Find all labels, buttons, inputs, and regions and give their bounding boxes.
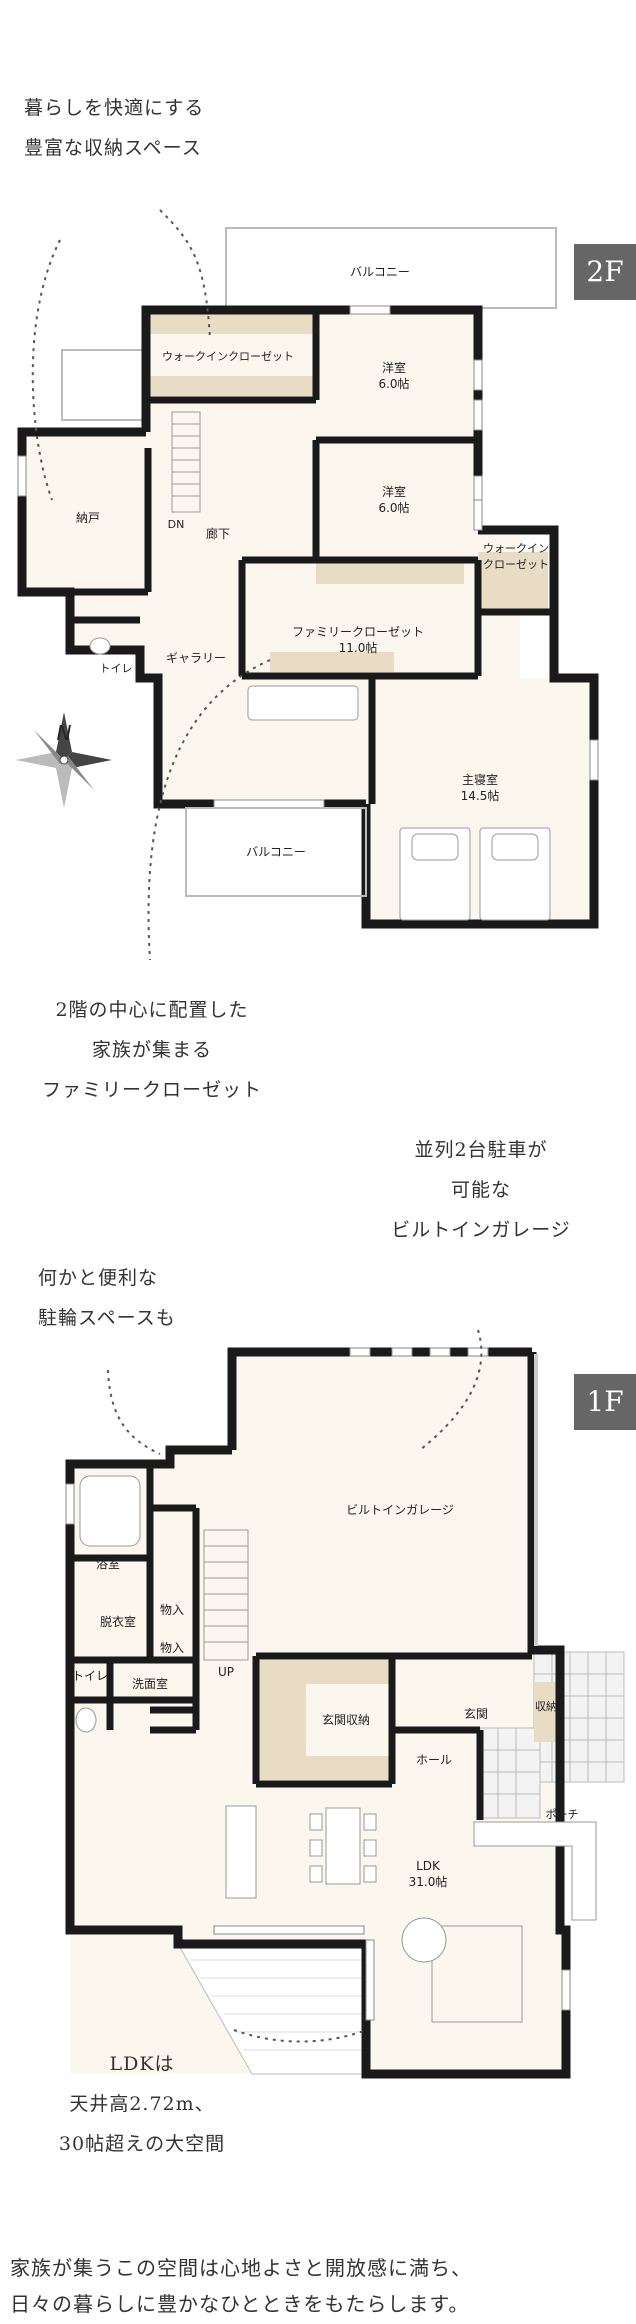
label-storage2: 物入 [160,1641,184,1655]
label-corridor: 廊下 [206,526,230,541]
label-toilet-2f: トイレ [100,662,133,675]
balcony-bottom-outline [185,807,367,897]
note-ldk: LDKは 天井高2.72m、 30帖超えの大空間 [58,2053,226,2155]
label-dressing: 脱衣室 [100,1614,136,1629]
label-entrance: 玄関 [464,1706,488,1721]
label-ldk-size: 31.0帖 [409,1874,448,1889]
floor-plan-1f: ビルトインガレージ 浴室 物入 脱衣室 物入 トイレ 洗面室 UP 玄関収納 玄… [65,1330,625,2079]
porch-tiles [479,1651,625,1819]
label-western1-size: 6.0帖 [378,376,409,391]
beds [399,827,551,921]
stairs-1f [203,1529,249,1661]
toilet-fixture-1f [75,1707,97,1733]
label-western2: 洋室 [382,484,406,499]
label-walkin-top: ウォークインクローゼット [162,350,294,363]
family-closet-shelf-bottom [270,652,394,672]
floor-badge-2f: 2F [574,244,636,300]
compass-icon [16,712,112,808]
label-western2-size: 6.0帖 [378,500,409,515]
round-table [401,1917,447,1963]
entrance-shelf-bottom [306,1756,392,1780]
label-western1: 洋室 [382,360,406,375]
family-closet-shelf-top [316,562,464,584]
label-garage: ビルトインガレージ [346,1503,454,1517]
note-bicycle: 何かと便利な 駐輪スペースも [38,1267,176,1329]
label-storage: 納戸 [76,511,100,525]
label-bath: 浴室 [96,1556,120,1571]
label-dn: DN [168,518,185,531]
label-balcony-bottom: バルコニー [246,845,306,859]
label-storage1: 物入 [160,1603,184,1617]
label-up: UP [218,1665,234,1679]
walkin-shelf-top [148,314,316,334]
stairs-2f [171,411,201,513]
walkin-shelf-bottom [148,376,316,396]
sofa-1f [473,1821,597,1921]
label-family-closet: ファミリークローゼット [292,625,424,639]
floor-2f [22,310,594,924]
entrance-shelf-left [256,1660,306,1780]
dining-table [325,1807,361,1885]
floor-badge-1f: 1F [574,1374,636,1430]
label-ldk: LDK [416,1859,441,1873]
label-family-closet-size: 11.0帖 [339,640,378,655]
rug [431,1925,523,2023]
label-toilet-1f: トイレ [72,1669,108,1683]
label-porch: ポーチ [546,1808,579,1821]
label-walkin-right-2: クローゼット [483,558,549,571]
label-master-size: 14.5帖 [461,788,500,803]
side-storage-shelf [534,1682,556,1742]
bottom-description: 家族が集うこの空間は心地よさと開放感に満ち、 日々の暮らしに豊かなひとときをもた… [10,2256,472,2316]
kitchen-counter [225,1805,257,1899]
balcony-left-outline [61,349,149,421]
label-entrance-storage: 玄関収納 [322,1712,370,1727]
label-walkin-right-1: ウォークイン [483,542,549,555]
note-garage: 並列2台駐車が 可能な ビルトインガレージ [391,1139,571,1241]
walkin-right-shelf [478,552,548,612]
label-hall: ホール [416,1753,452,1767]
sofa-2f [247,685,359,721]
entrance-shelf-top [306,1660,392,1684]
note-storage: 暮らしを快適にする 豊富な収納スペース [24,97,205,159]
toilet-fixture-2f [89,637,111,655]
label-gallery: ギャラリー [166,651,226,665]
label-balcony-top: バルコニー [350,265,410,279]
label-washroom: 洗面室 [132,1676,168,1691]
label-master: 主寝室 [462,772,498,787]
note-family-closet: 2階の中心に配置した 家族が集まる ファミリークローゼット [42,999,263,1101]
floor-plan-2f: バルコニー ウォークインクローゼット 洋室 6.0帖 洋室 6.0帖 ウォークイ… [16,209,599,961]
label-compass-n: N [57,721,72,745]
bathtub [79,1475,141,1547]
label-storage-side: 収納 [535,1700,557,1713]
